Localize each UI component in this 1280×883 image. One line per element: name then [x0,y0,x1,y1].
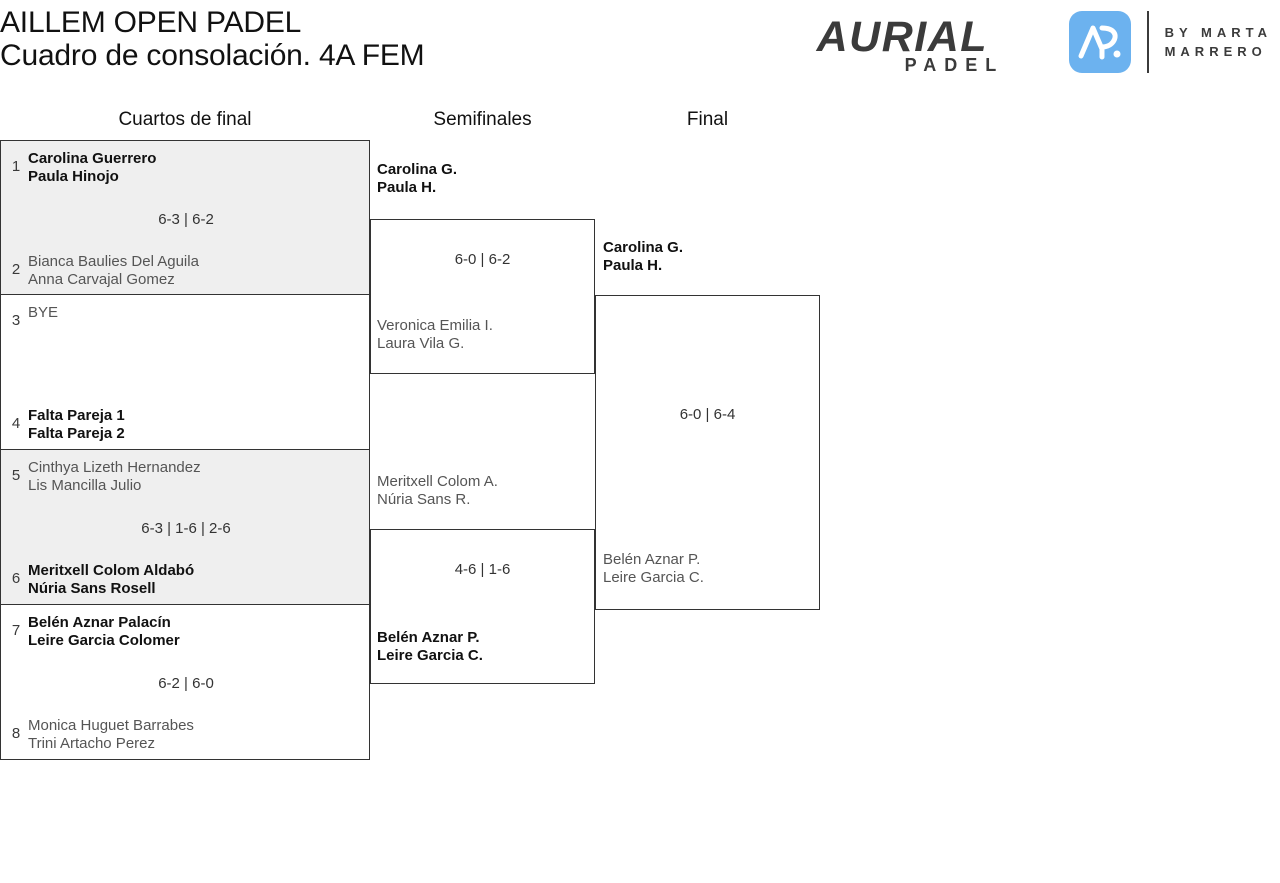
player-name: Meritxell Colom Aldabó [28,562,195,579]
seed-number: 1 [11,158,21,175]
seed-number: 3 [11,312,21,329]
player-name: Trini Artacho Perez [28,735,155,752]
team-name: BYE [28,304,363,322]
team-name: Meritxell Colom A. Núria Sans R. [377,473,597,509]
player-name: Carolina G. [603,239,684,256]
player-name: Leire Garcia C. [603,569,704,586]
player-name: Núria Sans R. [377,491,471,508]
player-name: Meritxell Colom A. [377,473,498,490]
match-quarterfinal-3[interactable]: 5 Cinthya Lizeth Hernandez Lis Mancilla … [0,450,370,605]
logo-sub-text: PADEL [904,55,1005,75]
team-name: Cinthya Lizeth Hernandez Lis Mancilla Ju… [28,459,363,495]
round-heading-final: Final [686,109,729,130]
team-name: Belén Aznar Palacín Leire Garcia Colomer [28,614,363,650]
player-name: Paula H. [603,257,663,274]
logo-byline-2: MARRERO [1164,44,1267,59]
round-heading-quarterfinals: Cuartos de final [118,109,252,130]
player-name: Carolina G. [377,161,458,178]
aurial-padel-logo: AURIAL PADEL BY MARTA MARRERO [817,8,1272,76]
player-name: Bianca Baulies Del Aguila [28,253,199,270]
match-quarterfinal-4[interactable]: 7 Belén Aznar Palacín Leire Garcia Colom… [0,605,370,760]
player-name: Paula H. [377,179,437,196]
player-name: Falta Pareja 1 [28,407,125,424]
seed-number: 5 [11,467,21,484]
player-name: Laura Vila G. [377,335,465,352]
player-name: Leire Garcia C. [377,647,483,664]
match-quarterfinal-2[interactable]: 3 BYE 4 Falta Pareja 1 Falta Pareja 2 [0,295,370,450]
logo-wordmark: AURIAL PADEL [817,8,1065,76]
player-name: Monica Huguet Barrabes [28,717,194,734]
logo-byline: BY MARTA MARRERO [1165,23,1272,61]
player-name: Belén Aznar P. [603,551,701,568]
team-name: Carolina G. Paula H. [603,239,823,275]
match-semifinal-2[interactable]: 4-6 | 1-6 [370,529,595,684]
tournament-bracket: 1 Carolina Guerrero Paula Hinojo 6-3 | 6… [0,140,880,780]
team-name: Monica Huguet Barrabes Trini Artacho Per… [28,717,363,753]
match-score: 6-0 | 6-4 [679,406,736,423]
tournament-name: AILLEM OPEN PADEL [0,6,302,39]
team-name: Veronica Emilia I. Laura Vila G. [377,317,597,353]
match-final[interactable]: 6-0 | 6-4 [595,295,820,610]
match-quarterfinal-1[interactable]: 1 Carolina Guerrero Paula Hinojo 6-3 | 6… [0,140,370,295]
match-score: 4-6 | 1-6 [454,561,511,578]
seed-number: 4 [11,415,21,432]
player-name: Falta Pareja 2 [28,425,125,442]
player-name: Carolina Guerrero [28,150,157,167]
match-score: 6-2 | 6-0 [158,675,214,692]
player-name: Veronica Emilia I. [377,317,493,334]
team-name: Carolina Guerrero Paula Hinojo [28,150,363,186]
seed-number: 2 [11,261,21,278]
player-name: Lis Mancilla Julio [28,477,142,494]
player-name: Leire Garcia Colomer [28,632,180,649]
player-name: Paula Hinojo [28,168,119,185]
team-name: Carolina G. Paula H. [377,161,597,197]
player-name: Anna Carvajal Gomez [28,271,175,288]
player-name: Cinthya Lizeth Hernandez [28,459,201,476]
team-name: Falta Pareja 1 Falta Pareja 2 [28,407,363,443]
seed-number: 8 [11,725,21,742]
player-name: Núria Sans Rosell [28,580,156,597]
team-name: Belén Aznar P. Leire Garcia C. [603,551,823,587]
player-name: Belén Aznar Palacín [28,614,171,631]
round-heading-semifinals: Semifinales [433,109,532,130]
ap-monogram-icon [1068,11,1131,73]
team-name: Meritxell Colom Aldabó Núria Sans Rosell [28,562,363,598]
match-score: 6-3 | 1-6 | 2-6 [141,520,231,537]
page-title: Cuadro de consolación. 4A FEM [0,39,425,72]
player-name: BYE [28,304,59,321]
page-header: AILLEM OPEN PADEL Cuadro de consolación.… [0,0,1280,88]
team-name: Belén Aznar P. Leire Garcia C. [377,629,597,665]
match-semifinal-1[interactable]: 6-0 | 6-2 [370,219,595,374]
match-score: 6-3 | 6-2 [158,211,214,228]
logo-brand-text: AURIAL [816,13,989,61]
logo-byline-1: BY MARTA [1164,25,1272,40]
title-block: AILLEM OPEN PADEL Cuadro de consolación.… [0,6,425,73]
player-name: Belén Aznar P. [377,629,480,646]
seed-number: 7 [11,622,21,639]
match-score: 6-0 | 6-2 [454,251,511,268]
logo-divider [1146,11,1149,73]
seed-number: 6 [11,570,21,587]
team-name: Bianca Baulies Del Aguila Anna Carvajal … [28,253,363,289]
